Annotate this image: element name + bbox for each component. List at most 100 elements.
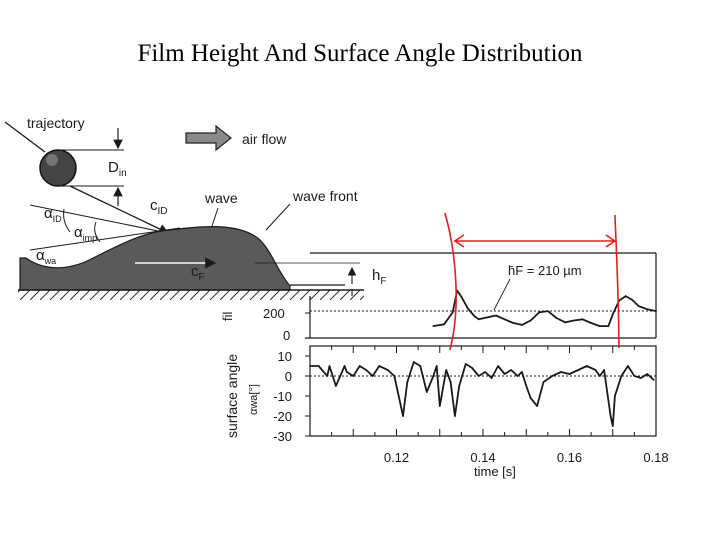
surface-angle-point [536,405,538,407]
film-height-point [512,322,515,324]
surface-angle-point [586,365,588,367]
surface-angle-point [449,381,452,383]
film-height-series [432,289,657,328]
surface-angle-point [521,371,523,373]
film-height-point [581,318,584,321]
wave-shape [19,226,291,291]
c-id-label: cID [150,197,168,217]
surface-angle-line [310,361,655,427]
film-height-point [467,307,469,310]
red-double-arrow [453,234,617,248]
film-height-plot: h̄F = 210 µm fil 200 0 [220,252,657,343]
surface-angle-point [445,369,448,371]
surface-angle-point [402,415,404,417]
surface-angle-point [633,375,636,377]
film-height-point [573,319,575,322]
red-annotation [444,212,620,351]
surface-angle-point [490,377,493,379]
x-tick-label: 0.16 [557,450,582,465]
surface-angle-point [328,365,331,367]
surface-angle-point [435,365,438,367]
surface-angle-point [603,369,605,371]
surface-angle-point [653,379,655,381]
surface-angle-point [432,375,435,377]
film-height-point [477,318,480,321]
ground-hatch [18,290,364,300]
surface-angle-point [309,365,311,367]
surface-angle-point [397,395,400,397]
surface-angle-point [458,385,461,387]
film-height-point [599,325,601,327]
surface-angle-point [477,375,480,377]
surface-angle-point [551,375,553,377]
schematic: trajectory air flow Din cID αID αimp αwa [4,115,386,300]
surface-angle-point [599,375,601,377]
film-height-point [451,311,454,314]
wave-pointer [211,207,219,227]
film-height-point [486,316,489,319]
wave-front-label: wave front [292,188,358,204]
wave-label: wave [204,190,238,206]
surface-angle-point [503,373,506,375]
surface-angle-point [612,425,614,427]
film-height-point [538,311,540,314]
angle-ylabel: surface angle [224,354,240,438]
film-ytick-200: 200 [263,306,285,321]
surface-angle-point [640,377,642,379]
angle-ytick-label: 10 [278,349,292,364]
h-f-label: hF [372,267,386,287]
surface-angle-point [365,369,368,371]
film-height-point [637,305,640,307]
surface-angle-point [378,365,381,367]
d-in-label: Din [108,159,127,179]
c-f-label: cF [191,263,205,283]
slide-title: Film Height And Surface Angle Distributi… [137,40,583,67]
red-boundary-line-right [614,214,620,349]
droplet [39,149,77,187]
surface-angle-point [343,365,346,367]
surface-angle-point [497,365,499,367]
film-height-point [503,318,506,321]
x-axis-label: time [s] [474,464,516,479]
film-height-point [443,323,445,326]
surface-angle-point [484,371,487,373]
film-height-point [655,310,657,312]
surface-angle-point [419,365,422,367]
alpha-wa-label: αwa [36,247,56,266]
x-tick-label: 0.18 [643,450,668,465]
air-flow-label: air flow [242,131,287,147]
surface-angle-series [309,361,655,427]
film-height-point [495,314,497,317]
film-height-point [631,299,633,301]
angle-plot-frame [309,345,657,437]
angle-ytick-label: -10 [273,389,292,404]
surface-angle-point [614,395,616,397]
surface-angle-point [542,381,545,383]
film-height-point [432,325,435,327]
surface-angle-point [439,405,441,407]
angle-y-ticks: 100-10-20-30 [273,349,310,444]
film-ylabel: fil [220,312,235,322]
surface-angle-point [326,375,329,377]
film-height-line [433,289,657,328]
surface-angle-point [358,365,361,367]
alpha-id-ref [29,204,169,234]
alpha-id-label: αID [44,205,62,224]
surface-angle-point [387,369,389,371]
film-height-point [529,319,532,322]
angle-ytick-label: -30 [273,429,292,444]
droplet-highlight [46,154,58,166]
x-tick-label: 0.12 [384,450,409,465]
surface-angle-point [413,361,415,363]
surface-angle-point [594,369,597,371]
surface-angle-point [352,375,355,377]
film-height-point [590,322,592,324]
surface-angle-point [454,415,456,417]
surface-angle-point [609,415,612,417]
surface-angle-point [620,375,623,377]
film-height-point [624,295,627,297]
